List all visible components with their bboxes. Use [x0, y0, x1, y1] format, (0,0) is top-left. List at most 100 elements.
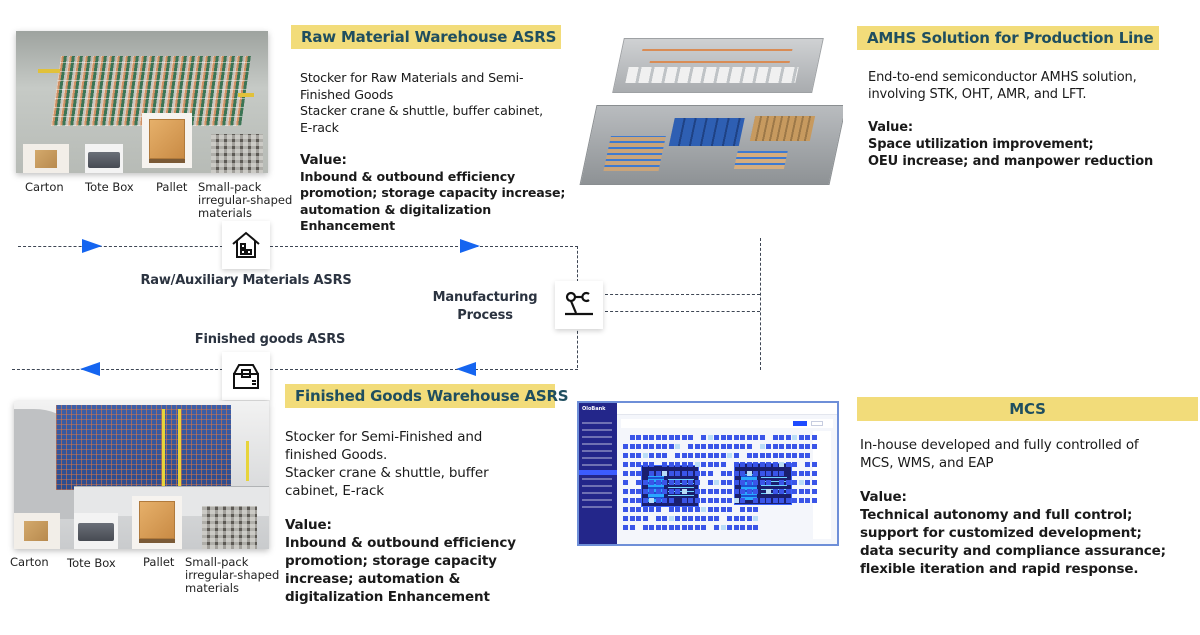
- mcs-storage-cell: [636, 453, 641, 458]
- mcs-storage-cell: [636, 435, 641, 440]
- mcs-storage-cell: [694, 444, 700, 449]
- mcs-storage-cell: [792, 453, 797, 458]
- mcs-storage-cell: [668, 507, 674, 512]
- mcs-storage-cell: [623, 453, 628, 458]
- mcs-storage-cell: [727, 471, 732, 476]
- mcs-storage-cell: [779, 471, 784, 476]
- mcs-storage-cell: [753, 435, 758, 440]
- mcs-storage-cell: [805, 453, 810, 458]
- mcs-storage-cell: [701, 435, 706, 440]
- mcs-legend: [813, 431, 831, 539]
- mcs-storage-cell: [766, 444, 771, 449]
- mcs-storage-cell: [785, 444, 791, 449]
- mcs-storage-cell: [785, 498, 791, 503]
- warehouse-house-icon: [232, 231, 260, 258]
- mcs-storage-cell: [811, 444, 817, 449]
- mcs-storage-cell: [720, 435, 726, 440]
- mcs-storage-cell: [746, 453, 752, 458]
- mcs-storage-cell: [694, 480, 700, 485]
- mcs-sidebar-item: [582, 506, 612, 508]
- pallet-thumb: [142, 113, 192, 168]
- finished-crane: [162, 409, 165, 489]
- storage-box-icon: [233, 364, 259, 389]
- mcs-storage-cell: [707, 444, 713, 449]
- mcs-storage-cell: [740, 507, 745, 512]
- mcs-storage-cell: [629, 516, 635, 521]
- mcs-storage-cell: [668, 444, 674, 449]
- mcs-storage-cell: [798, 471, 804, 476]
- mcs-storage-cell: [623, 444, 628, 449]
- mcs-storage-cell: [629, 444, 635, 449]
- mcs-storage-cell: [707, 480, 713, 485]
- conveyor-yellow: [238, 93, 254, 97]
- mcs-storage-cell: [649, 525, 654, 530]
- mcs-storage-cell: [688, 444, 693, 449]
- flow-line-up-from-process: [577, 326, 578, 368]
- mcs-storage-cell: [681, 489, 687, 494]
- finished-asrs-icon-box: [222, 352, 270, 400]
- mcs-storage-cell: [805, 435, 810, 440]
- mcs-storage-cell: [662, 471, 667, 476]
- mcs-storage-cell: [688, 435, 693, 440]
- mcs-storage-cell: [688, 516, 693, 521]
- mcs-storage-cell: [740, 480, 745, 485]
- mcs-storage-cell: [707, 498, 713, 503]
- mcs-storage-cell: [733, 489, 739, 494]
- mcs-storage-cell: [681, 453, 687, 458]
- mcs-storage-cell: [720, 498, 726, 503]
- mcs-storage-cell: [772, 453, 778, 458]
- mcs-storage-cell: [733, 525, 739, 530]
- flow-line-raw-left: [18, 246, 223, 247]
- mcs-storage-cell: [707, 435, 713, 440]
- mcs-storage-cell: [707, 471, 713, 476]
- mcs-storage-cell: [727, 435, 732, 440]
- mcs-storage-cell: [694, 453, 700, 458]
- flow-line-process-lower: [605, 311, 760, 312]
- mcs-storage-cell: [733, 516, 739, 521]
- mcs-storage-cell: [785, 453, 791, 458]
- mcs-storage-cell: [688, 480, 693, 485]
- amhs-upper-floor: [612, 38, 824, 93]
- mcs-storage-cell: [727, 444, 732, 449]
- mcs-storage-cell: [740, 462, 745, 467]
- mcs-storage-cell: [636, 507, 641, 512]
- flow-line-raw-right: [270, 246, 578, 247]
- mcs-storage-cell: [714, 453, 719, 458]
- mcs-storage-cell: [805, 471, 810, 476]
- tote-box-thumb: [74, 513, 118, 549]
- mcs-storage-cell: [811, 480, 817, 485]
- mcs-sidebar-item: [582, 422, 612, 424]
- mcs-storage-cell: [720, 525, 726, 530]
- mcs-sidebar-item: [582, 457, 612, 459]
- mcs-storage-cell: [772, 462, 778, 467]
- raw-material-value-title: Value:: [300, 152, 347, 168]
- mcs-storage-cell: [629, 498, 635, 503]
- raw-material-title: Raw Material Warehouse ASRS: [291, 25, 561, 49]
- mcs-storage-cell: [805, 480, 810, 485]
- raw-material-value-body: Inbound & outbound efficiency promotion;…: [300, 168, 566, 234]
- mcs-storage-cell: [720, 480, 726, 485]
- mcs-sidebar-item: [582, 499, 612, 501]
- mcs-storage-cell: [733, 444, 739, 449]
- mcs-storage-cell: [636, 516, 641, 521]
- finished-asrs-label: Finished goods ASRS: [194, 332, 346, 347]
- finished-warehouse-image: [14, 401, 269, 549]
- process-label: Manufacturing Process: [432, 290, 538, 323]
- mcs-storage-cell: [681, 498, 687, 503]
- mcs-storage-cell: [785, 480, 791, 485]
- mcs-storage-cell: [668, 480, 674, 485]
- raw-asrs-icon-box: [222, 221, 270, 269]
- mcs-reset-button: [811, 421, 823, 426]
- mcs-storage-cell: [642, 480, 648, 485]
- amhs-desc-block: End-to-end semiconductor AMHS solution, …: [868, 69, 1188, 170]
- mcs-storage-cell: [766, 489, 771, 494]
- mcs-storage-cell: [662, 453, 667, 458]
- small-pack-thumb: [211, 134, 263, 173]
- mcs-storage-cell: [629, 471, 635, 476]
- mcs-screenshot: OloBank: [577, 401, 839, 546]
- mcs-storage-cell: [746, 480, 752, 485]
- mcs-storage-cell: [772, 498, 778, 503]
- process-icon-box: [555, 281, 603, 329]
- mcs-storage-cell: [694, 507, 700, 512]
- mcs-storage-cell: [701, 453, 706, 458]
